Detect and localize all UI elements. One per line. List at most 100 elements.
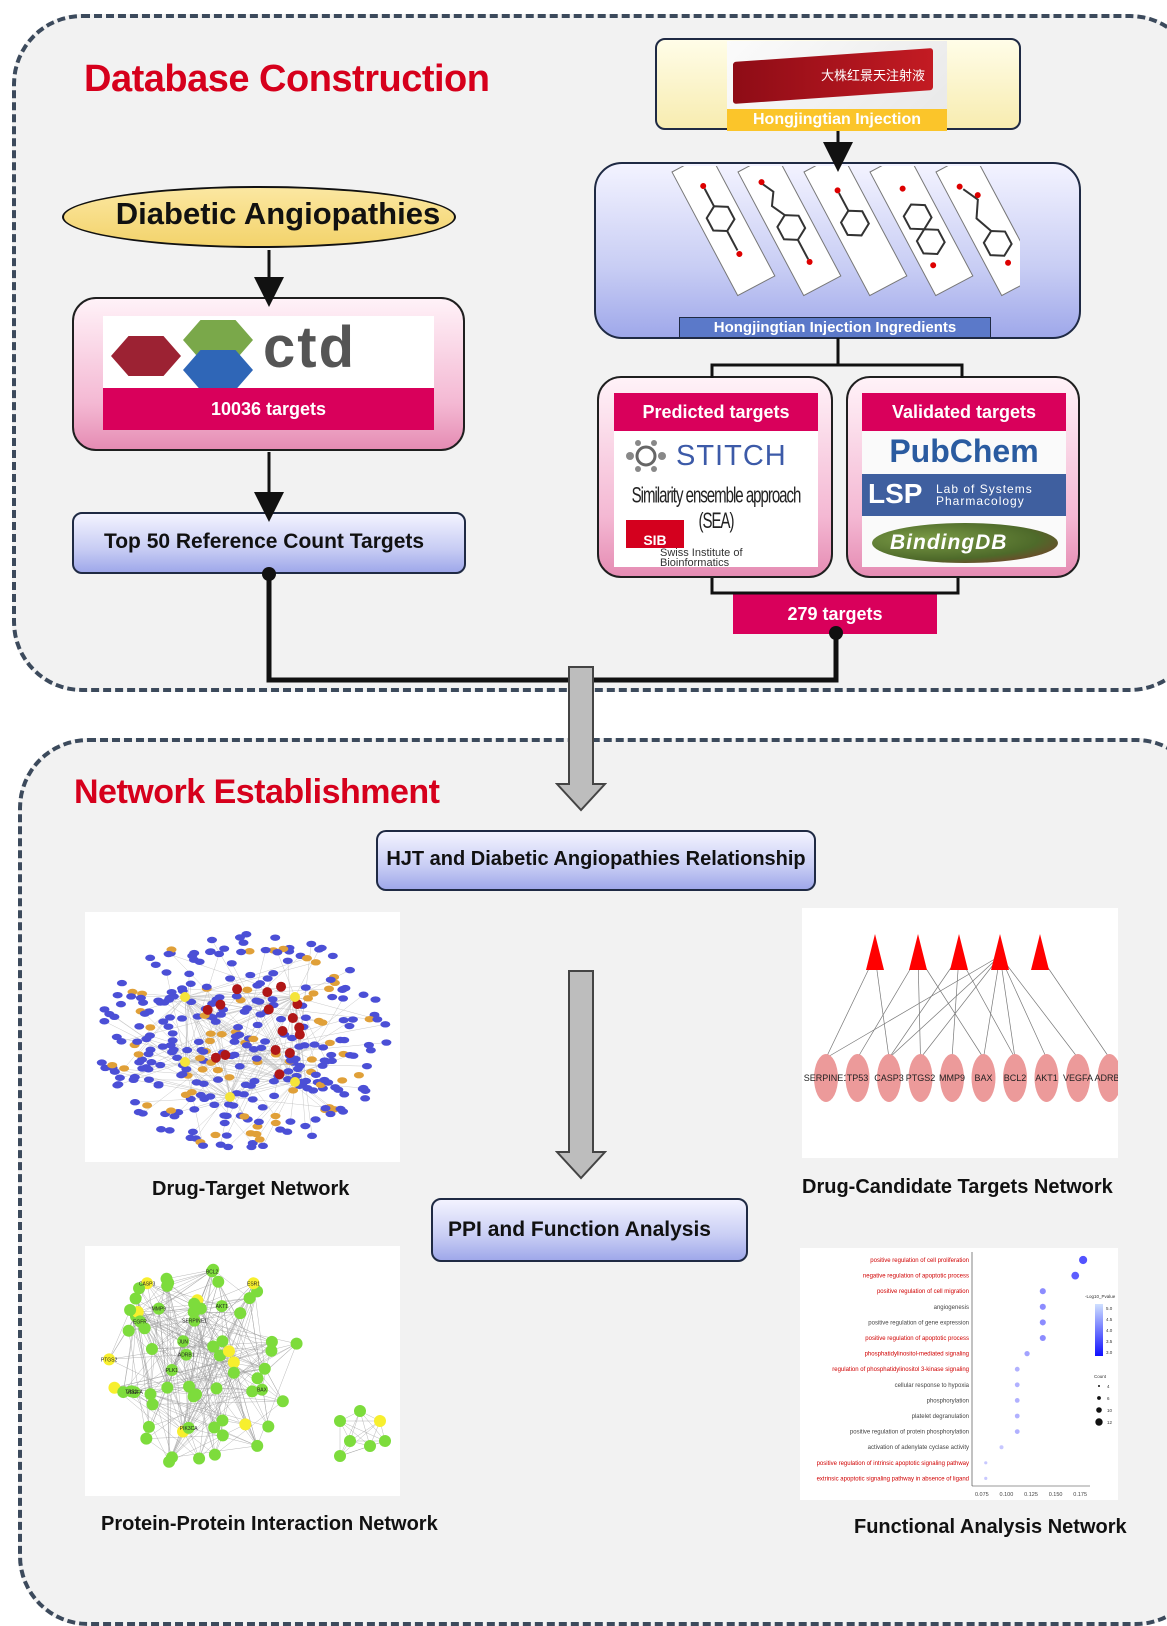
- dtn-node: [293, 1066, 303, 1072]
- ppi-node-label: EGFR: [133, 1319, 147, 1325]
- go-term-label: regulation of phosphatidylinositol 3-kin…: [832, 1367, 969, 1373]
- dtn-node: [269, 1078, 279, 1084]
- ppi-node-label: CASP3: [139, 1281, 156, 1287]
- ppi-node-label: BCL2: [206, 1269, 219, 1275]
- go-dot: [984, 1477, 987, 1480]
- dtn-hub-node: [180, 1057, 190, 1067]
- ppi-node: [234, 1307, 246, 1319]
- dtn-compound-node: [220, 1050, 230, 1060]
- dtn-node: [153, 997, 163, 1003]
- dtn-node: [231, 1033, 241, 1039]
- go-count-label: 4: [1107, 1384, 1110, 1389]
- ppi-node: [228, 1367, 240, 1379]
- dtn-node: [207, 937, 217, 943]
- dcn-target-label: VEGFA: [1063, 1073, 1093, 1083]
- dtn-node: [233, 1024, 243, 1030]
- dcn-edge: [921, 956, 1001, 1058]
- dtn-node: [235, 1063, 245, 1069]
- ppi-node: [161, 1273, 173, 1285]
- ppi-node: [228, 1356, 240, 1368]
- dtn-node: [336, 1106, 346, 1112]
- dtn-node: [340, 985, 350, 991]
- dtn-node: [165, 1127, 175, 1133]
- dcn-edge: [875, 956, 889, 1058]
- dtn-node: [113, 992, 123, 998]
- dtn-node: [155, 1062, 165, 1068]
- dtn-node: [307, 1133, 317, 1139]
- go-term-label: positive regulation of gene expression: [868, 1320, 969, 1326]
- ppi-node: [344, 1435, 356, 1447]
- dtn-node: [303, 995, 313, 1001]
- go-term-label: phosphorylation: [927, 1398, 969, 1404]
- ppi-node: [212, 1276, 224, 1288]
- dtn-hub-node: [180, 992, 190, 1002]
- go-colorbar: [1095, 1304, 1103, 1356]
- dtn-node: [140, 1010, 150, 1016]
- go-count-label: 6: [1107, 1396, 1110, 1401]
- go-x-tick: 0.150: [1049, 1492, 1063, 1498]
- dtn-node: [360, 1095, 370, 1101]
- go-colorbar-label: 3.5: [1106, 1339, 1113, 1344]
- dtn-node: [239, 1091, 249, 1097]
- dtn-node: [222, 1113, 232, 1119]
- dtn-node: [227, 960, 237, 966]
- dcn-edge: [1000, 956, 1015, 1058]
- ppi-node: [144, 1388, 156, 1400]
- dtn-node: [380, 1021, 390, 1027]
- dtn-node: [209, 1102, 219, 1108]
- dtn-node: [161, 969, 171, 975]
- dtn-node: [205, 949, 215, 955]
- ppi-node: [277, 1395, 289, 1407]
- dtn-node: [145, 1032, 155, 1038]
- dtn-node: [97, 1059, 107, 1065]
- dtn-node: [165, 1014, 175, 1020]
- dtn-node: [263, 975, 273, 981]
- dtn-node: [381, 1039, 391, 1045]
- dtn-node: [242, 1005, 252, 1011]
- join-dot-left: [262, 567, 276, 581]
- dtn-node: [110, 1068, 120, 1074]
- dtn-node: [205, 1038, 215, 1044]
- dcn-compound-triangle: [991, 934, 1009, 970]
- dtn-node: [144, 1051, 154, 1057]
- dtn-node: [345, 1052, 355, 1058]
- dtn-node: [156, 1126, 166, 1132]
- dtn-node: [335, 1037, 345, 1043]
- ppi-caption: Protein-Protein Interaction Network: [101, 1513, 438, 1536]
- dtn-node: [198, 1066, 208, 1072]
- dcn-target-label: MMP9: [939, 1073, 965, 1083]
- dtn-node: [252, 1055, 262, 1061]
- ppi-node-label: MMP9: [152, 1307, 167, 1313]
- go-x-tick: 0.075: [975, 1492, 989, 1498]
- ppi-edge: [147, 1283, 167, 1387]
- dtn-node: [202, 984, 212, 990]
- ppi-node: [163, 1456, 175, 1468]
- ppi-node: [209, 1449, 221, 1461]
- ppi-node: [259, 1363, 271, 1375]
- ppi-edge: [138, 1312, 272, 1342]
- ppi-function-label: PPI and Function Analysis: [431, 1218, 728, 1242]
- dtn-node: [146, 1059, 156, 1065]
- dtn-node: [276, 1016, 286, 1022]
- down-arrow-1-icon: [555, 666, 607, 812]
- dtn-node: [255, 1011, 265, 1017]
- dtn-node: [192, 1079, 202, 1085]
- dtn-node: [283, 958, 293, 964]
- drug-candidate-caption: Drug-Candidate Targets Network: [802, 1176, 1113, 1199]
- ppi-edge: [109, 1316, 136, 1359]
- go-dot: [1040, 1319, 1046, 1325]
- ppi-node: [374, 1415, 386, 1427]
- dtn-node: [189, 1106, 199, 1112]
- dtn-node: [310, 1041, 320, 1047]
- dtn-edge: [295, 970, 350, 997]
- dtn-node: [318, 1044, 328, 1050]
- dtn-node: [302, 955, 312, 961]
- ppi-node: [364, 1440, 376, 1452]
- dcn-edge: [858, 956, 919, 1058]
- dtn-node: [339, 1091, 349, 1097]
- ppi-node: [210, 1382, 222, 1394]
- go-count-label: 10: [1107, 1408, 1113, 1413]
- ppi-node-label: ESR1: [247, 1281, 260, 1287]
- dcn-edge: [952, 956, 959, 1058]
- go-colorbar-label: 4.5: [1106, 1317, 1113, 1322]
